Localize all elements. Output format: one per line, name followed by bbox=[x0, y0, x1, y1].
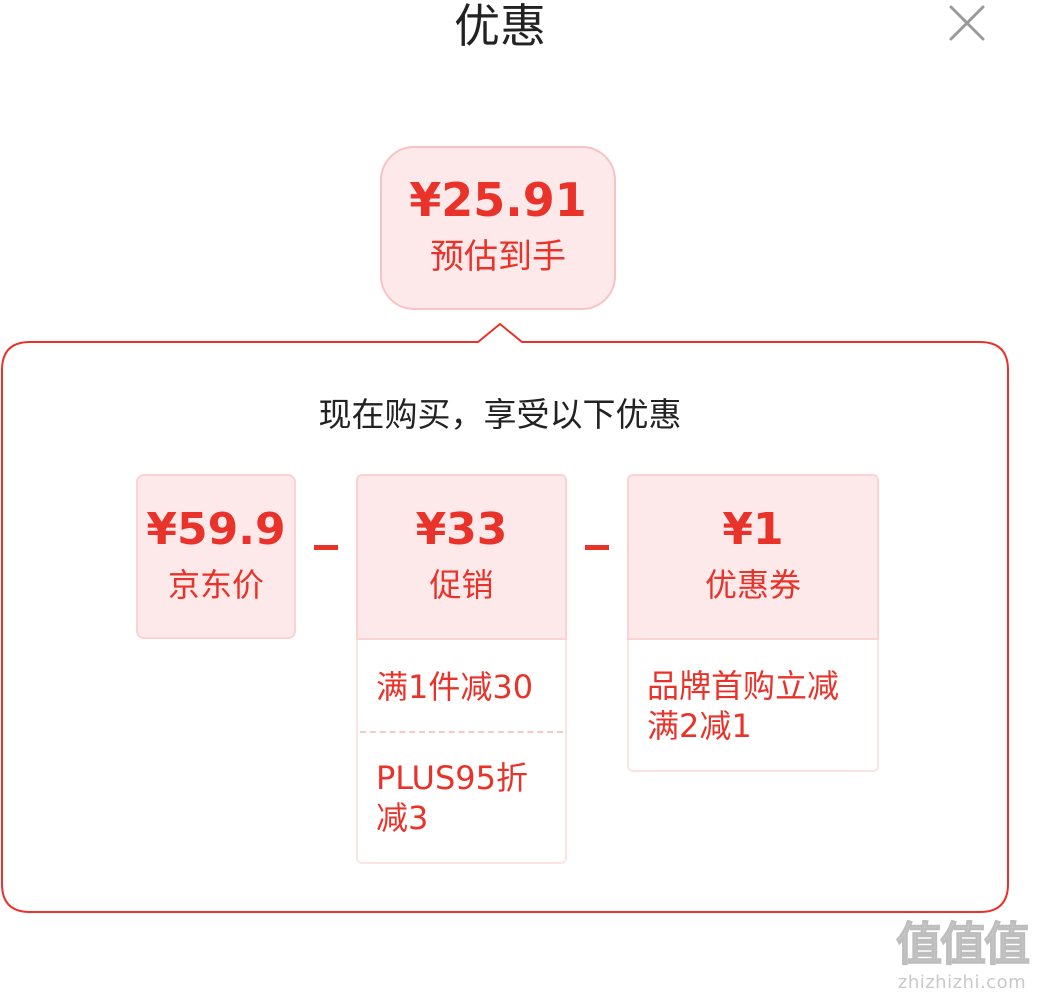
minus-sign bbox=[314, 545, 338, 550]
close-button[interactable] bbox=[946, 2, 988, 44]
popup-title: 优惠 bbox=[454, 0, 546, 53]
jd-price-card: ¥59.9 京东价 bbox=[136, 474, 296, 639]
coupon-card: ¥1 优惠券 bbox=[627, 474, 879, 640]
watermark-logo: 值值值 bbox=[896, 917, 1031, 972]
coupon-label: 优惠券 bbox=[704, 566, 801, 604]
jd-price-amount: ¥59.9 bbox=[146, 504, 286, 555]
estimated-price-label: 预估到手 bbox=[430, 237, 566, 277]
dashed-divider bbox=[360, 731, 563, 733]
estimated-price-badge: ¥25.91 预估到手 bbox=[380, 146, 616, 310]
watermark-site: zhizhizhi.com bbox=[897, 972, 1027, 993]
close-icon bbox=[949, 5, 985, 41]
estimated-price-amount: ¥25.91 bbox=[409, 173, 587, 227]
coupon-details: 品牌首购立减满2减1 bbox=[627, 640, 879, 772]
promotion-card: ¥33 促销 bbox=[356, 474, 567, 640]
panel-subtitle: 现在购买，享受以下优惠 bbox=[318, 395, 682, 434]
jd-price-label: 京东价 bbox=[167, 566, 264, 604]
site-watermark: 值值值 zhizhizhi.com bbox=[886, 916, 1038, 1002]
minus-sign bbox=[585, 545, 609, 550]
coupon-amount: ¥1 bbox=[722, 504, 784, 555]
promotion-item: PLUS95折减3 bbox=[376, 759, 528, 837]
promotion-item: 满1件减30 bbox=[376, 668, 534, 706]
promotion-amount: ¥33 bbox=[415, 504, 508, 555]
promotion-details: 满1件减30 PLUS95折减3 bbox=[356, 640, 567, 864]
promotion-label: 促销 bbox=[429, 566, 494, 604]
coupon-item: 品牌首购立减满2减1 bbox=[647, 667, 840, 745]
